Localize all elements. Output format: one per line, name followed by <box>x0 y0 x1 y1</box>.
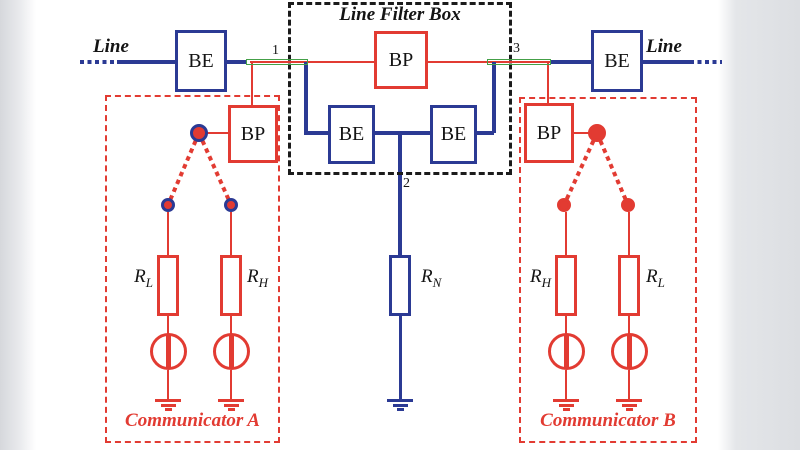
line-dotted-left <box>80 60 118 64</box>
resistor-A-right-label: RH <box>247 266 268 290</box>
bp-block-filter: BP <box>374 31 428 89</box>
communicator-a-caption: Communicator A <box>125 410 260 431</box>
wire-B-left-res-src <box>565 316 567 334</box>
communicator-a-outline <box>105 95 280 443</box>
bp-block-commA: BP <box>228 105 278 163</box>
wire-A-left-res-src <box>167 316 169 334</box>
resistor-neutral-label: RN <box>421 266 442 290</box>
resistor-B-right <box>618 255 640 316</box>
line-label-left: Line <box>93 36 129 57</box>
wire-line-left <box>117 60 175 64</box>
wire-A-right-src-gnd <box>230 370 232 400</box>
switchB-common-node-icon <box>588 124 606 142</box>
ground-icon-B-right <box>616 399 642 412</box>
wire-bpB-to-switch <box>574 132 590 134</box>
resistor-neutral <box>389 255 411 316</box>
wire-between-be-blocks <box>375 131 430 135</box>
line-dotted-right <box>690 60 722 64</box>
resistor-B-left-label: RH <box>530 266 551 290</box>
node3-label: 3 <box>513 41 520 56</box>
wire-B-right-to-res <box>628 212 630 255</box>
wire-B-left-src-gnd <box>565 370 567 400</box>
wire-beL-to-node1 <box>227 60 247 64</box>
switchB-contact-right-icon <box>621 198 635 212</box>
bp-block-commA-label: BP <box>240 122 266 145</box>
coupler-node1 <box>246 59 308 65</box>
wire-node1-down <box>304 62 308 133</box>
source-icon-B-right <box>611 333 648 370</box>
be-block-line-left-label: BE <box>188 49 214 72</box>
wire-node3-down <box>492 62 496 133</box>
wire-B-left-to-res <box>565 212 567 255</box>
ground-icon-neutral <box>387 399 413 412</box>
wire-B-right-src-gnd <box>628 370 630 400</box>
resistor-B-left <box>555 255 577 316</box>
source-icon-B-left <box>548 333 585 370</box>
ground-icon-A-right <box>218 399 244 412</box>
resistor-B-right-label: RL <box>646 266 665 290</box>
node2-label: 2 <box>403 176 410 191</box>
ground-icon-B-left <box>553 399 579 412</box>
bp-block-commB-label: BP <box>536 121 562 144</box>
letterbox-left <box>0 0 36 450</box>
wire-from-beR-inner <box>477 131 494 135</box>
wire-B-right-res-src <box>628 316 630 334</box>
switchA-contact-right-icon <box>224 198 238 212</box>
coupler-node3 <box>487 59 551 65</box>
wire-red-node1-to-bp <box>250 61 374 63</box>
switchA-contact-left-icon <box>161 198 175 212</box>
resistor-A-left <box>157 255 179 316</box>
wire-node2-down <box>398 133 402 255</box>
be-block-filter-left: BE <box>328 105 375 164</box>
resistor-A-left-label: RL <box>134 266 153 290</box>
wire-line-right <box>641 60 690 64</box>
wire-node3-to-beR <box>551 60 591 64</box>
line-filter-box-outline <box>288 2 512 175</box>
wire-switchA-to-bp <box>207 132 228 134</box>
bp-block-commB: BP <box>524 103 574 163</box>
be-block-line-right-label: BE <box>604 49 630 72</box>
resistor-A-right <box>220 255 242 316</box>
wire-A-left-src-gnd <box>167 370 169 400</box>
wire-node1-to-bpA <box>251 62 253 105</box>
switchB-contact-left-icon <box>557 198 571 212</box>
ground-icon-A-left <box>155 399 181 412</box>
wire-node3-to-bpB <box>547 62 549 103</box>
be-block-filter-left-label: BE <box>338 123 365 145</box>
node1-label: 1 <box>272 43 279 58</box>
switchA-common-node-icon <box>190 124 208 142</box>
bp-block-filter-label: BP <box>388 48 414 71</box>
be-block-filter-right: BE <box>430 105 477 164</box>
wire-A-left-to-res <box>167 212 169 255</box>
source-icon-A-right <box>213 333 250 370</box>
line-label-right: Line <box>646 36 682 57</box>
be-block-filter-right-label: BE <box>440 123 467 145</box>
wire-neutral-to-ground <box>398 316 402 400</box>
letterbox-right <box>718 0 800 450</box>
line-filter-box-title: Line Filter Box <box>339 4 461 25</box>
wire-to-beL-inner <box>304 131 330 135</box>
wire-red-bp-to-node3 <box>428 61 551 63</box>
communicator-b-caption: Communicator B <box>540 410 676 431</box>
be-block-line-right: BE <box>591 30 643 92</box>
wire-A-right-to-res <box>230 212 232 255</box>
communicator-b-outline <box>519 97 697 443</box>
wire-A-right-res-src <box>230 316 232 334</box>
source-icon-A-left <box>150 333 187 370</box>
be-block-line-left: BE <box>175 30 227 92</box>
